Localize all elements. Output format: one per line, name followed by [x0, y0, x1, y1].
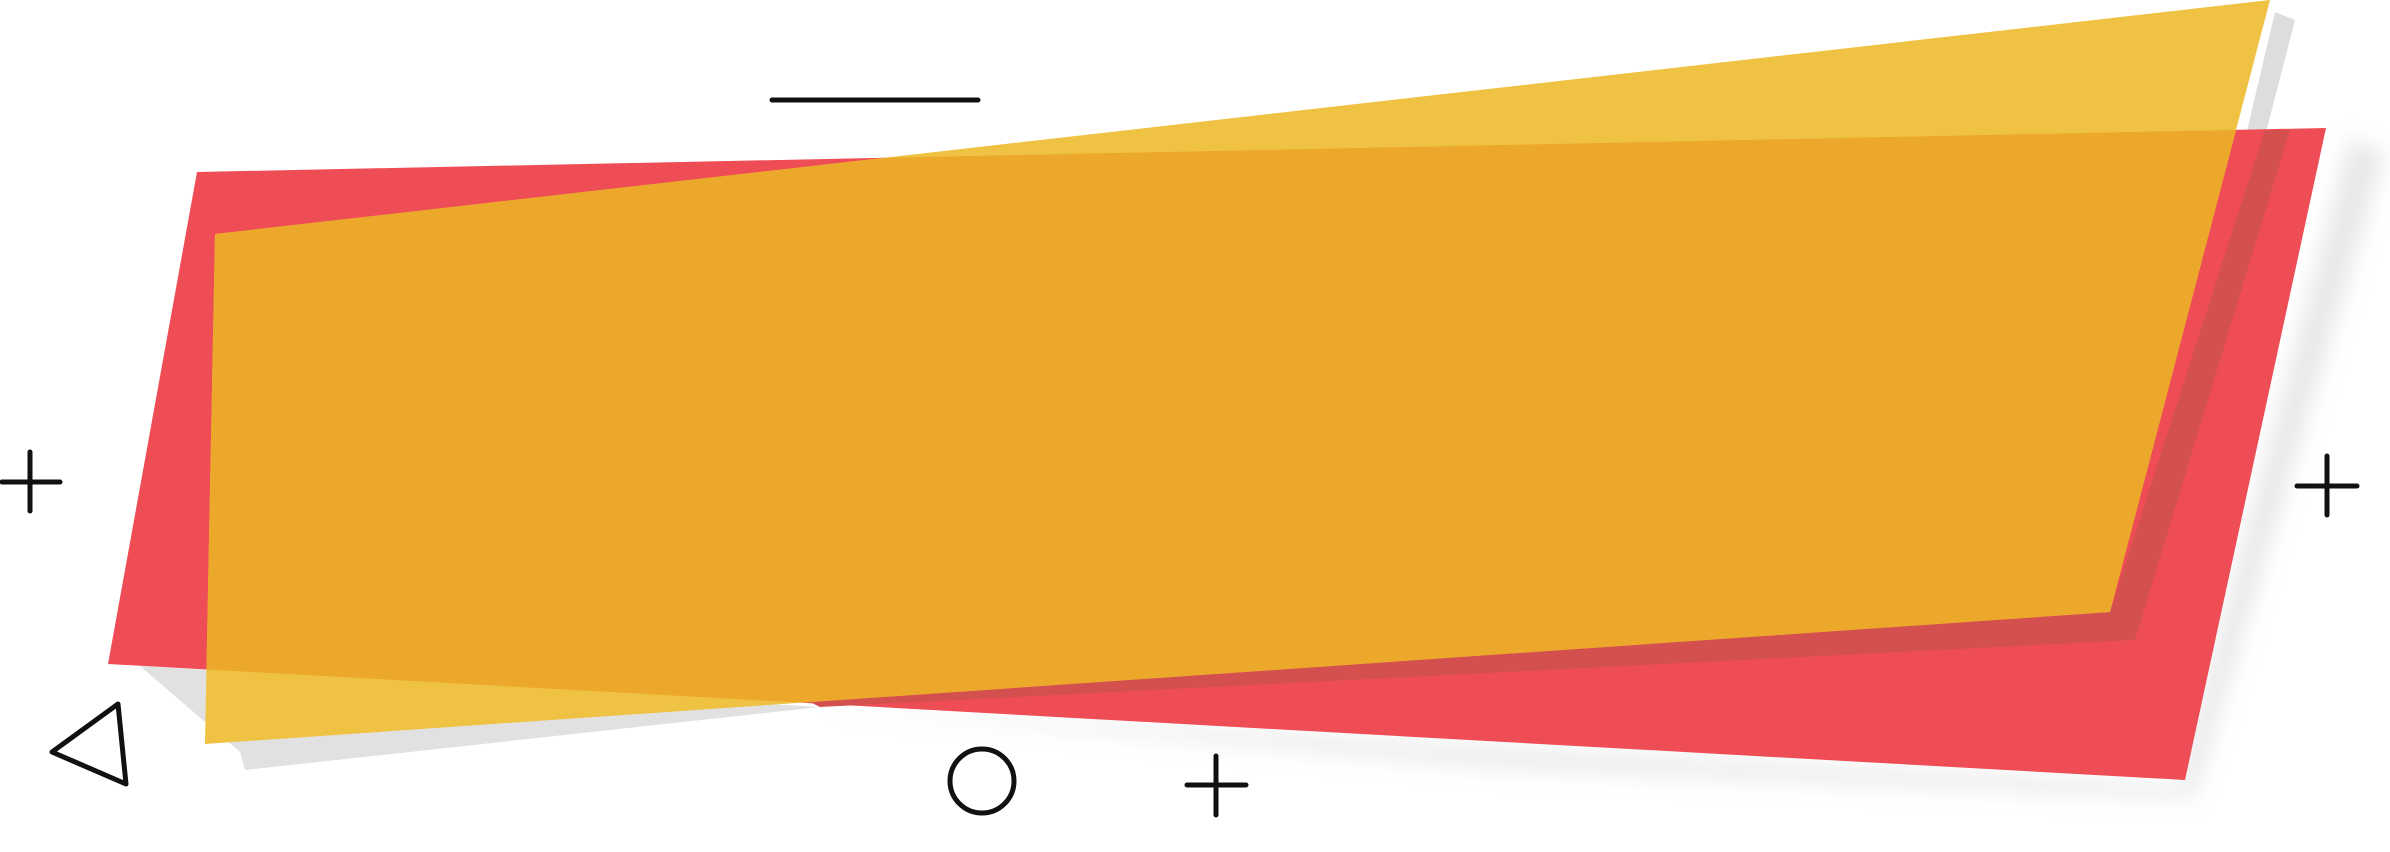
banner-overlap [205, 128, 2270, 744]
plus-icon [0, 449, 63, 514]
circle-icon [947, 746, 1017, 816]
red-banner-shadow [2180, 138, 2385, 795]
plus-icon [2294, 453, 2360, 518]
overlap-fill [205, 128, 2270, 744]
decorations [0, 97, 2360, 818]
triangle-icon [49, 701, 129, 787]
bottom-right-shadow [820, 707, 2195, 800]
plus-icon [1184, 753, 1249, 818]
